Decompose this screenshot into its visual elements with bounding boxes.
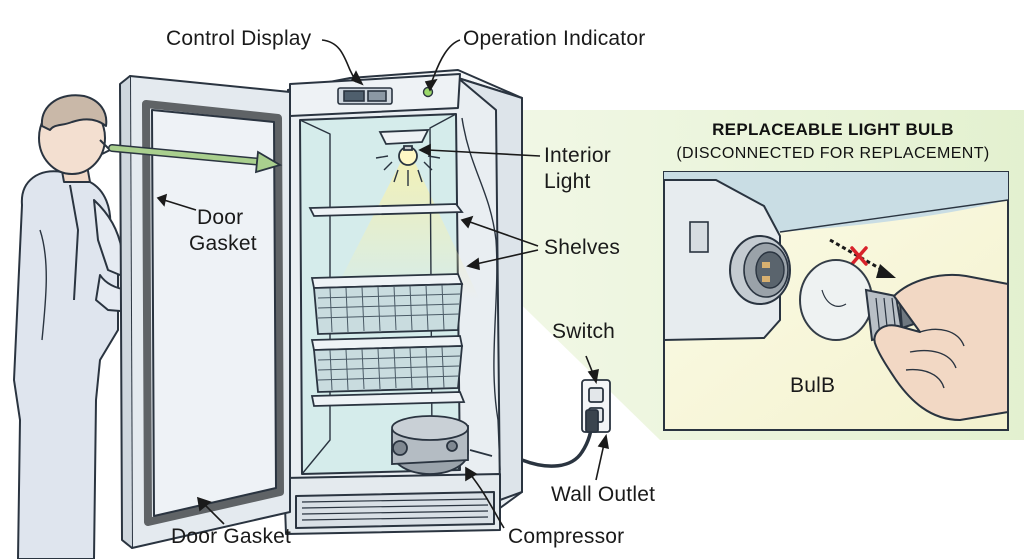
control-display-label: Control Display <box>166 27 312 50</box>
interior-light-fixture <box>375 129 441 186</box>
shelves-label: Shelves <box>544 236 621 259</box>
hand-illustration <box>873 274 1009 421</box>
disconnect-x-mark <box>850 246 868 266</box>
switch-label: Switch <box>552 320 616 343</box>
door-gasket-label-line1: Door <box>197 206 244 229</box>
operation-indicator-label: Operation Indicator <box>463 27 646 50</box>
fridge-door <box>119 75 291 549</box>
interior-light-label-line2: Light <box>544 170 591 193</box>
wall-outlet-label: Wall Outlet <box>551 483 656 506</box>
door-gasket-label-line2: Gasket <box>189 232 257 255</box>
inset-panel <box>663 171 1009 431</box>
compressor-label: Compressor <box>508 525 625 548</box>
door-gasket-lower-label: Door Gasket <box>171 525 292 548</box>
inset-subtitle: (DISCONNECTED FOR REPLACEMENT) <box>676 145 990 162</box>
bulb-label: BulB <box>790 374 836 397</box>
wall-outlet <box>581 379 611 433</box>
compressor-unit <box>391 415 493 475</box>
shelves-group <box>308 203 466 407</box>
direction-arrow <box>108 144 283 174</box>
control-display-panel <box>337 87 393 105</box>
inset-title: REPLACEABLE LIGHT BULB <box>712 120 954 139</box>
interior-light-label-line1: Interior <box>544 144 611 167</box>
